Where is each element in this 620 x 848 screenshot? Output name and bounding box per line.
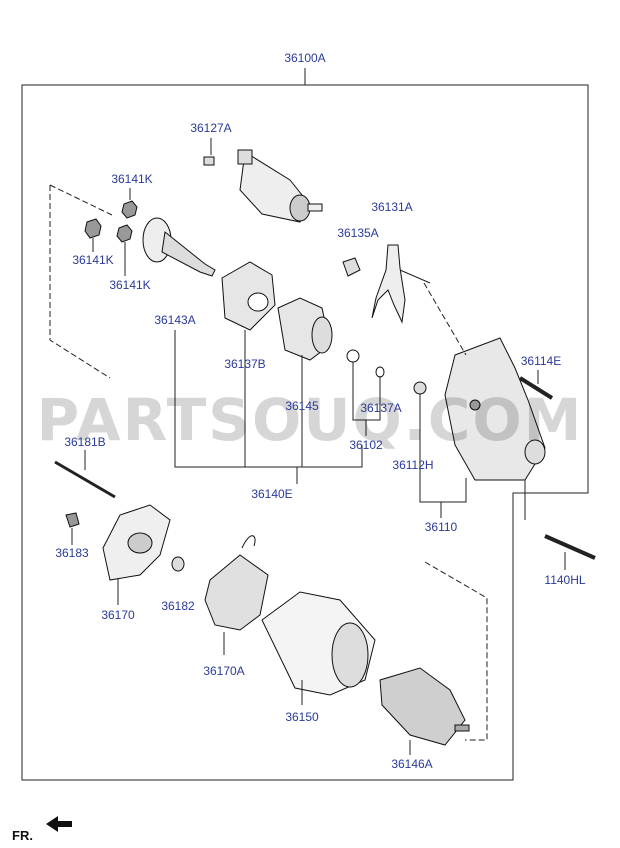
plunger-part [342, 257, 361, 277]
label-kit: 36102 [349, 438, 383, 452]
label-end-cover: 36170 [101, 608, 135, 622]
watermark-text: PARTSOUQ.COM [37, 386, 584, 454]
label-assembly: 36100A [284, 51, 325, 65]
lever-part [371, 244, 406, 324]
nut-part-left [84, 218, 102, 239]
ring-part [375, 366, 385, 378]
label-drive-kit: 36140E [251, 487, 292, 501]
label-bush: 36112H [392, 458, 433, 472]
bracket-dash-top [49, 184, 113, 216]
label-plunger: 36135A [337, 226, 378, 240]
label-nut-mid: 36141K [109, 278, 150, 292]
arrow-left-icon [46, 816, 72, 832]
bracket-dash-bottom [49, 185, 111, 379]
mount-bolt-part [544, 534, 596, 560]
label-yoke: 36150 [285, 710, 319, 724]
housing-bolt-part [518, 376, 554, 400]
label-ring: 36137A [360, 401, 401, 415]
nut-part-top [121, 200, 138, 219]
label-small-bush: 36182 [161, 599, 195, 613]
label-lever: 36131A [371, 200, 412, 214]
label-mount-bolt: 1140HL [544, 573, 585, 587]
label-nut-top: 36141K [111, 172, 152, 186]
label-clutch: 36145 [285, 399, 319, 413]
label-brush-holder: 36170A [203, 664, 244, 678]
screw-part [65, 512, 80, 528]
solenoid-part [203, 149, 323, 223]
nut-part-mid [116, 224, 133, 243]
label-shaft: 36143A [154, 313, 195, 327]
label-solenoid: 36127A [190, 121, 231, 135]
label-nut-left: 36141K [72, 253, 113, 267]
shaft-part [142, 217, 216, 277]
housing-part [444, 337, 546, 481]
direction-label: FR. [12, 828, 33, 843]
armature-part [379, 667, 470, 746]
brush-holder-part [204, 535, 269, 631]
washer-part [346, 349, 360, 363]
label-housing: 36110 [425, 520, 458, 534]
label-armature: 36146A [391, 757, 432, 771]
label-housing-bolt: 36114E [521, 354, 561, 368]
label-through-bolt: 36181B [64, 435, 105, 449]
end-cover-part [102, 504, 171, 581]
lever-dash [423, 282, 467, 356]
through-bolt-part [54, 460, 116, 499]
small-bush-part [171, 556, 185, 572]
clutch-part [277, 297, 333, 361]
gear-part [221, 261, 276, 331]
label-screw: 36183 [55, 546, 89, 560]
yoke-part [261, 591, 376, 696]
housing-bracket [419, 394, 467, 503]
drive-kit-bracket [174, 330, 363, 468]
label-gear: 36137B [224, 357, 265, 371]
assembly-frame [21, 84, 589, 781]
lever-leader [399, 269, 431, 284]
